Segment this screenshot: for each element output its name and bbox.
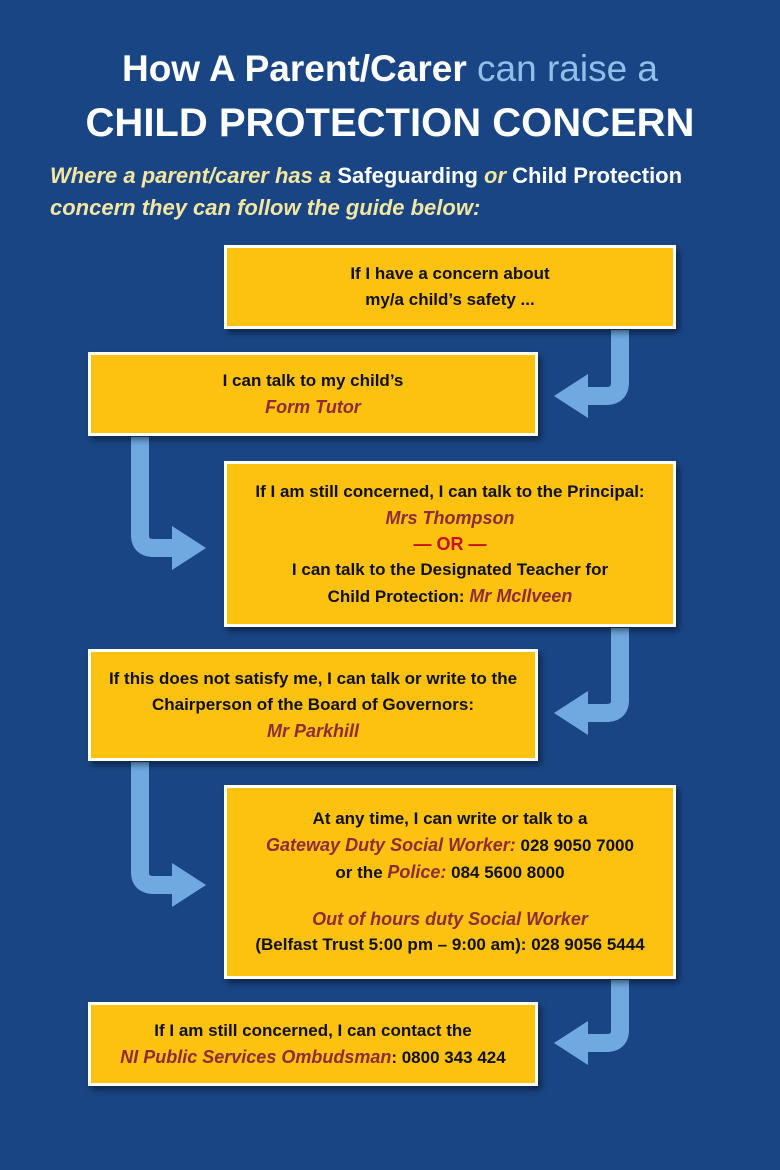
ombudsman-phone: : 0800 343 424 [391, 1047, 506, 1067]
gateway-phone: 028 9050 7000 [515, 836, 634, 855]
step3-line1: If I am still concerned, I can talk to t… [255, 481, 645, 501]
step3-box: If I am still concerned, I can talk to t… [224, 461, 676, 627]
intro-line2: concern they can follow the guide below: [50, 195, 481, 220]
intro-safeguarding: Safeguarding [337, 163, 478, 188]
step6-line1: If I am still concerned, I can contact t… [154, 1020, 472, 1040]
intro-or: or [477, 163, 513, 188]
step5-box: At any time, I can write or talk to a Ga… [224, 785, 676, 979]
arrow-step1-to-step2 [554, 330, 629, 418]
form-tutor-name: Form Tutor [265, 397, 361, 417]
arrow-step3-to-step4 [554, 628, 629, 735]
chairperson-name: Mr Parkhill [266, 721, 360, 741]
step1-line2: my/a child’s safety ... [365, 290, 535, 309]
page-title-line2: CHILD PROTECTION CONCERN [85, 101, 695, 145]
ombudsman-name: NI Public Services Ombudsman [120, 1046, 392, 1067]
step1-line1: If I have a concern about [350, 264, 550, 283]
title-bold-part: How A Parent/Carer [121, 48, 467, 89]
police-name: Police: [387, 862, 447, 882]
designated-teacher-name: Mr McIlveen [469, 585, 573, 606]
arrow-step4-to-step5 [131, 762, 206, 907]
title-light-part: can raise a [477, 48, 659, 89]
out-of-hours-worker-name: Out of hours duty Social Worker [312, 909, 588, 929]
principal-name: Mrs Thompson [385, 507, 515, 528]
arrow-step5-to-step6 [554, 980, 629, 1065]
step6-box: If I am still concerned, I can contact t… [88, 1002, 538, 1086]
step5-line1: At any time, I can write or talk to a [312, 809, 588, 828]
step2-line1: I can talk to my child’s [222, 371, 404, 390]
police-phone: 084 5600 8000 [446, 863, 565, 882]
intro-child-protection: Child Protection [512, 163, 683, 188]
out-of-hours-detail: (Belfast Trust 5:00 pm – 9:00 am): 028 9… [255, 935, 645, 954]
arrow-step2-to-step3 [131, 437, 206, 570]
police-prefix: or the [335, 863, 388, 882]
step4-line1: If this does not satisfy me, I can talk … [108, 669, 518, 688]
step1-box: If I have a concern about my/a child’s s… [224, 245, 676, 329]
or-divider: — OR — [413, 533, 487, 554]
page-title-line1: How A Parent/Carer can raise a [0, 46, 780, 92]
gateway-worker-name: Gateway Duty Social Worker: [266, 835, 516, 855]
step3-line3: Child Protection: [327, 586, 470, 606]
intro-part1: Where a parent/carer has a [50, 163, 338, 188]
step3-line2: I can talk to the Designated Teacher for [291, 559, 609, 579]
step4-line2: Chairperson of the Board of Governors: [151, 695, 475, 714]
step2-box: I can talk to my child’s Form Tutor [88, 352, 538, 436]
intro-text: Where a parent/carer has a Safeguarding … [50, 160, 750, 224]
step4-box: If this does not satisfy me, I can talk … [88, 649, 538, 761]
